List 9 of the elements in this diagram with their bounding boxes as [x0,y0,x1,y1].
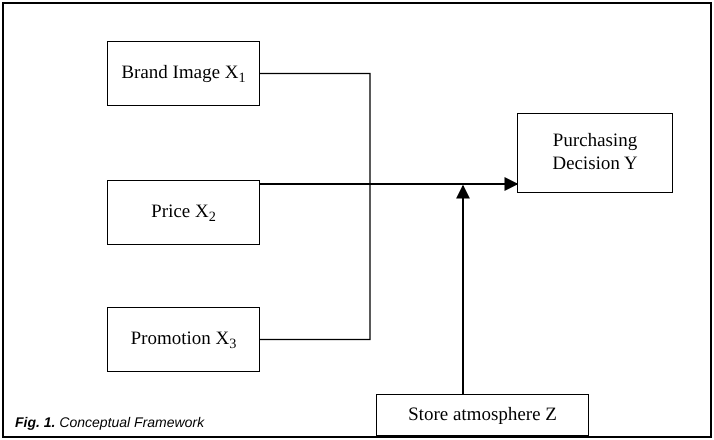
arrow [456,184,470,394]
process-box: Store atmosphere Z [376,394,589,436]
process-box: Purchasing Decision Y [517,113,673,193]
connector-line [260,72,371,340]
process-box: Promotion X$_{3}$ [107,307,260,372]
arrow [260,177,518,191]
figure-caption: Fig. 1. Conceptual Framework [15,413,204,432]
process-box: Price X$_{2}$ [107,180,260,245]
process-box: Brand Image X$_{1}$ [107,41,260,106]
